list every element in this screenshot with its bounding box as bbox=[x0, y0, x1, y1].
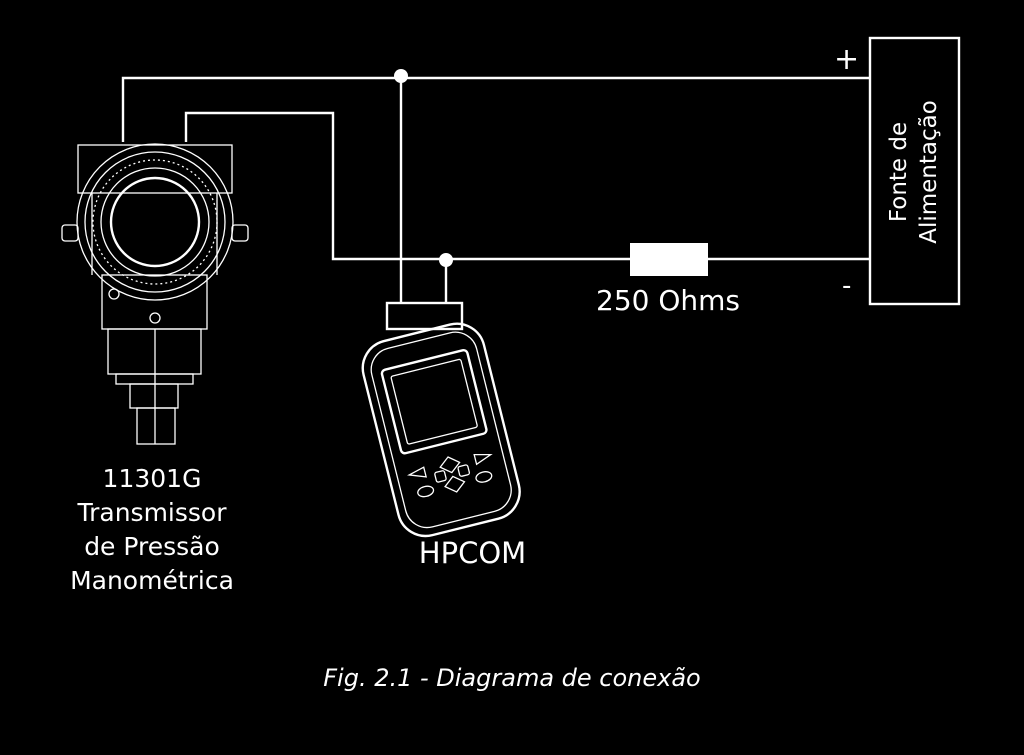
wiring bbox=[121, 69, 870, 303]
power-supply-box bbox=[868, 36, 961, 306]
power-supply-label-line1: Fonte de bbox=[886, 121, 912, 223]
junction-node-negative bbox=[439, 253, 453, 267]
positive-terminal-label: + bbox=[834, 42, 860, 77]
pressure-transmitter-drawing bbox=[61, 143, 249, 445]
figure-caption: Fig. 2.1 - Diagrama de conexão bbox=[323, 664, 701, 692]
transmitter-type-line2: de Pressão bbox=[84, 532, 220, 561]
transmitter-type-line1: Transmissor bbox=[77, 498, 227, 527]
positive-wire bbox=[121, 76, 870, 142]
resistor-symbol bbox=[630, 243, 708, 276]
hpcom-device-drawing bbox=[361, 301, 521, 538]
power-supply-label: Fonte de Alimentação bbox=[870, 40, 958, 304]
hpcom-label: HPCOM bbox=[418, 536, 527, 570]
resistor-label: 250 Ohms bbox=[596, 284, 740, 317]
negative-wire-transmitter bbox=[184, 111, 630, 261]
transmitter-label: 11301G Transmissor de Pressão Manométric… bbox=[52, 462, 252, 598]
negative-terminal-label: - bbox=[842, 271, 852, 301]
junction-node-positive bbox=[394, 69, 408, 83]
transmitter-model: 11301G bbox=[102, 464, 202, 493]
power-supply-label-line2: Alimentação bbox=[916, 100, 942, 244]
transmitter-type-line3: Manométrica bbox=[70, 566, 234, 595]
